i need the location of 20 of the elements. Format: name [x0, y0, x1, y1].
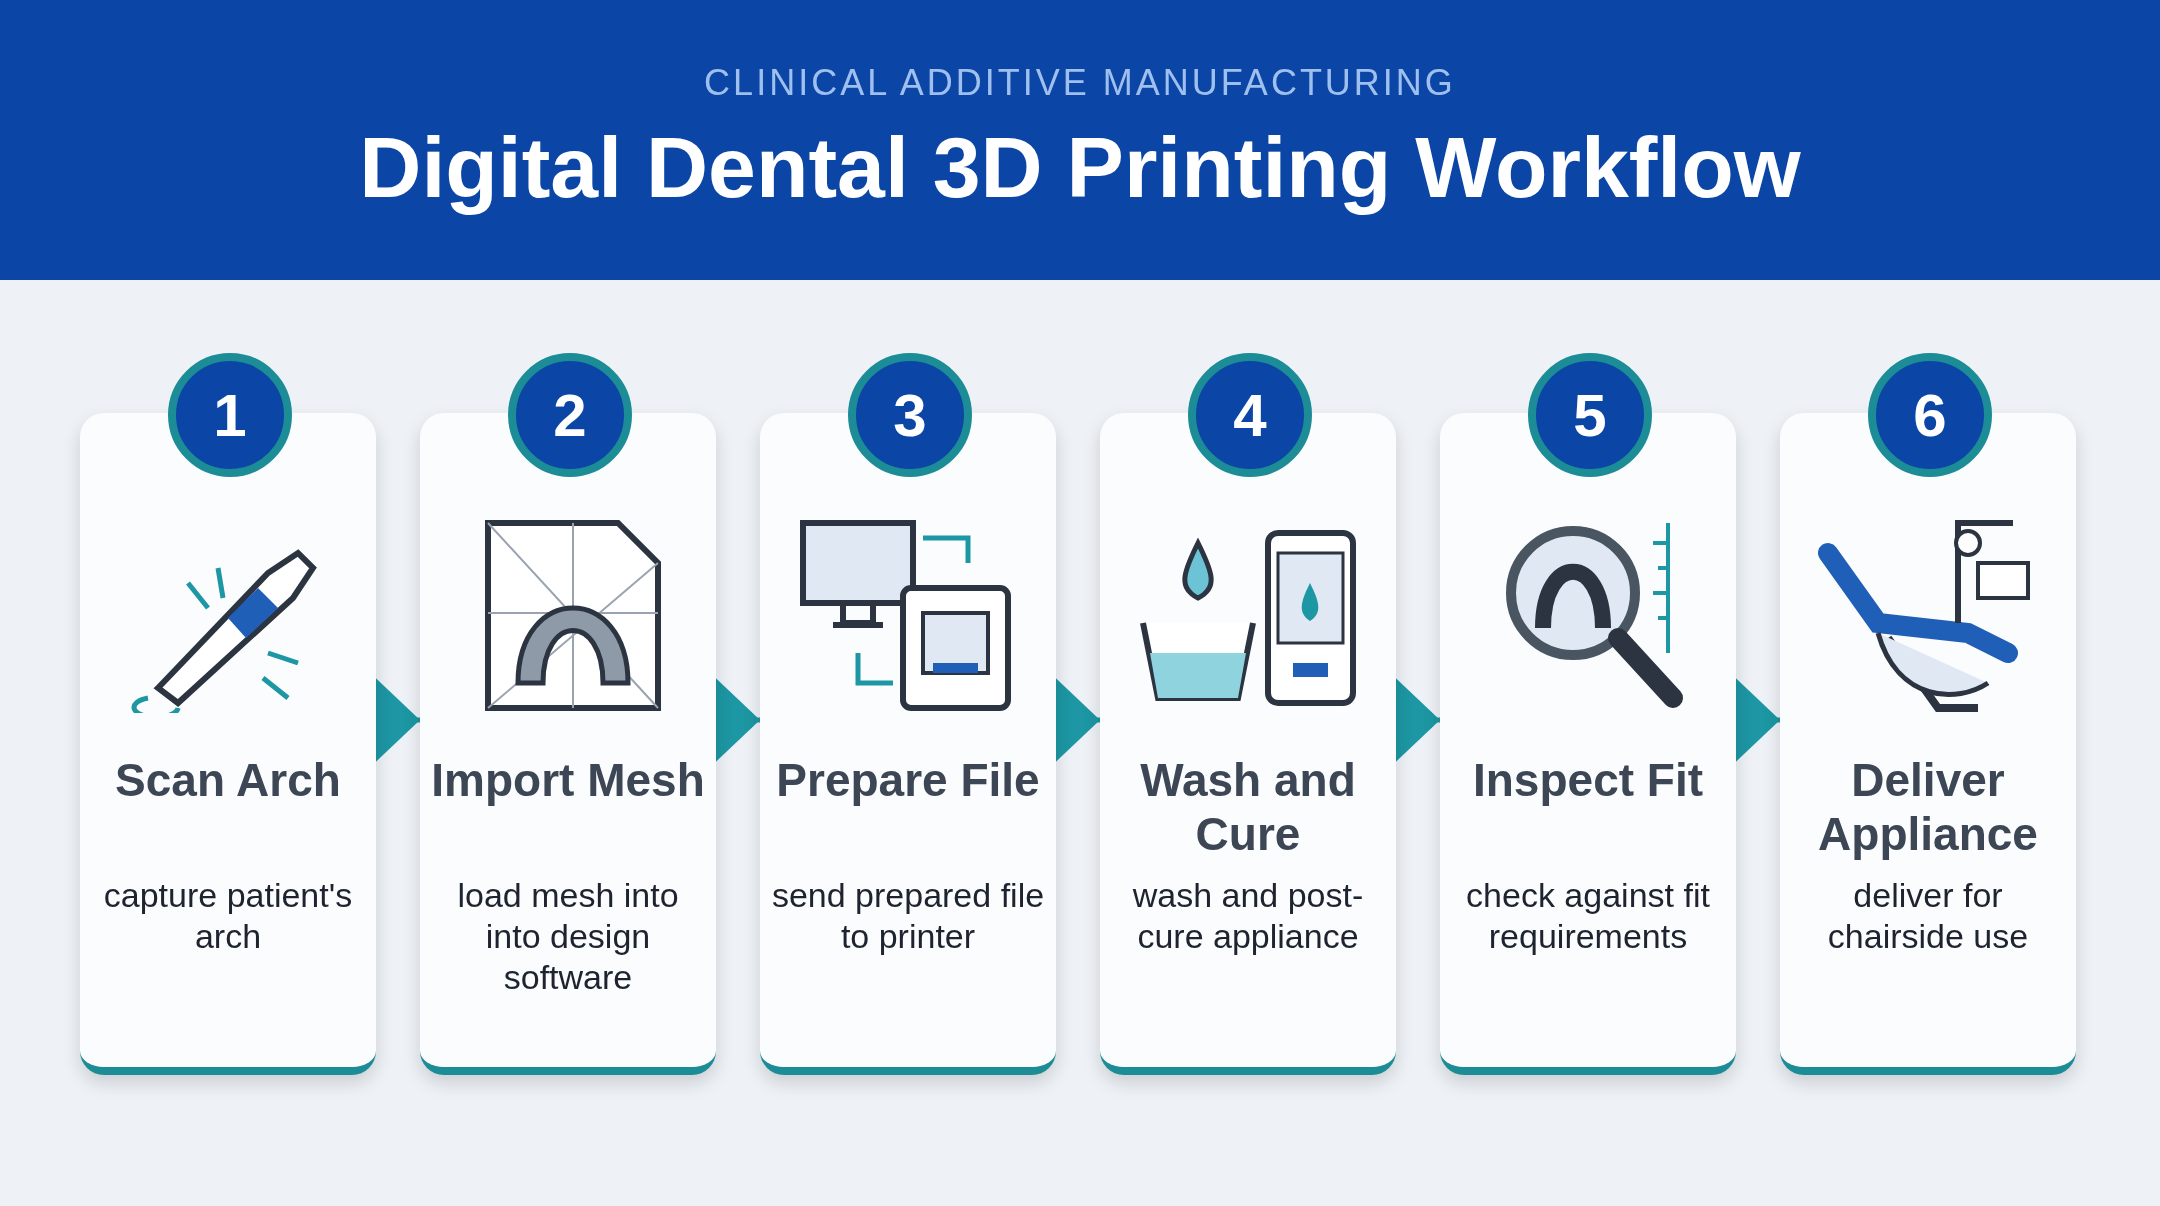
step-number: 4 [1188, 353, 1312, 477]
step-description: load mesh into into design software [456, 875, 680, 998]
step-description: deliver for chairside use [1826, 875, 2030, 957]
step-title: Wash and Cure [1139, 753, 1357, 861]
step-description: check against fit requirements [1465, 875, 1711, 957]
step-title: Deliver Appliance [1817, 753, 2039, 861]
title: Digital Dental 3D Printing Workflow [358, 118, 1802, 217]
subtitle: CLINICAL ADDITIVE MANUFACTURING [703, 62, 1457, 104]
step-number: 1 [168, 353, 292, 477]
step-number: 3 [848, 353, 972, 477]
step-title: Scan Arch [114, 753, 342, 807]
step-description: wash and post-cure appliance [1131, 875, 1365, 957]
step-number: 6 [1868, 353, 1992, 477]
step-number: 2 [508, 353, 632, 477]
step-description: capture patient's arch [102, 875, 354, 957]
step-number: 5 [1528, 353, 1652, 477]
step-title: Prepare File [775, 753, 1041, 807]
step-title: Inspect Fit [1472, 753, 1704, 807]
step-title: Import Mesh [430, 753, 706, 807]
step-description: send prepared file to printer [770, 875, 1046, 957]
